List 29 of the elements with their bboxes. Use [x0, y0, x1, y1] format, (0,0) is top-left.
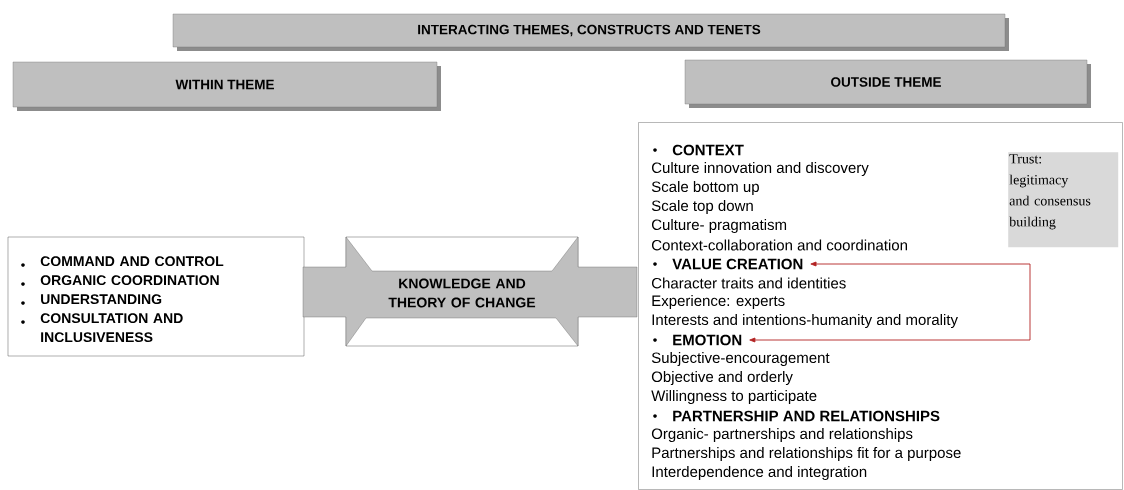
header-box: OUTSIDE THEME	[684, 59, 1091, 108]
section-heading: CONTEXT	[672, 144, 744, 156]
list-item: Scale bottom up	[651, 181, 759, 195]
list-item: COMMAND AND CONTROL	[40, 256, 224, 267]
list-item: Context-collaboration and coordination	[652, 239, 907, 251]
list-item: Interests and intentions-humanity and morality	[652, 314, 958, 328]
list-item: Character traits and identities	[652, 277, 846, 289]
arrow-label: KNOWLEDGE AND THEORY OF CHANGE	[388, 278, 536, 308]
list-item: Objective and orderly	[651, 371, 793, 385]
section-heading: PARTNERSHIP AND RELATIONSHIPS	[673, 410, 940, 422]
note-box: Trust: legitimacy and consensus building	[1008, 152, 1119, 248]
title-banner: INTERACTING THEMES, CONSTRUCTS AND TENETS	[172, 13, 1009, 51]
list-item: Partnerships and relationships fit for a purpose	[652, 447, 961, 461]
header-box: WITHIN THEME	[12, 61, 441, 111]
list-item: Scale top down	[651, 200, 753, 214]
list-item: ORGANIC COORDINATION	[40, 275, 219, 286]
list-item: Culture innovation and discovery	[652, 162, 869, 176]
section-heading: VALUE CREATION	[672, 258, 803, 270]
list-item: Organic- partnerships and relationships	[651, 428, 913, 442]
list-item: CONSULTATION AND INCLUSIVENESS	[40, 313, 183, 343]
section-heading: EMOTION	[673, 334, 742, 346]
list-item: Subjective-encouragement	[651, 352, 830, 366]
bracket-arrow	[749, 261, 1031, 343]
content-box	[638, 122, 1123, 490]
list-item: Interdependence and integration	[652, 466, 867, 480]
list-item: UNDERSTANDING	[41, 294, 162, 305]
list-item: Willingness to participate	[651, 390, 817, 404]
list-item: Experience: experts	[652, 295, 785, 309]
list-item: Culture- pragmatism	[652, 219, 787, 233]
